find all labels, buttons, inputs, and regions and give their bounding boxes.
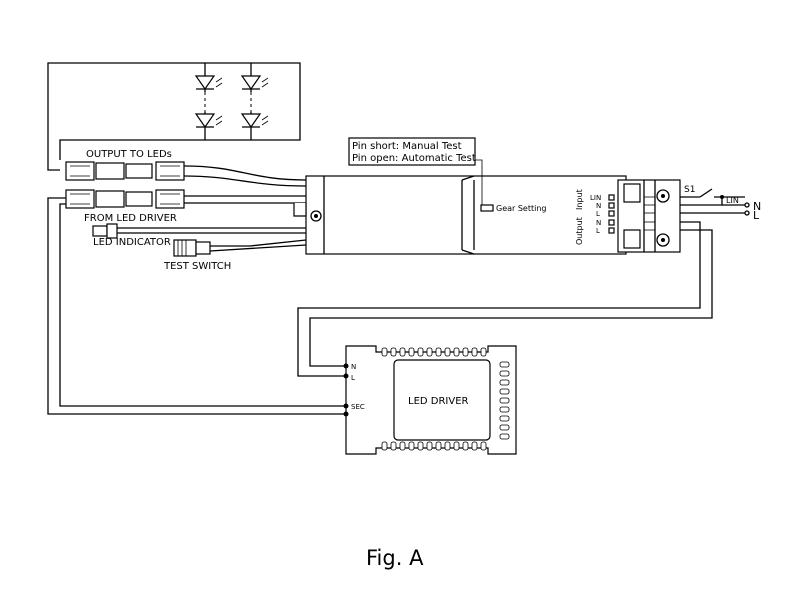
led-indicator-label: LED INDICATOR (93, 237, 171, 248)
driver-fin (499, 397, 510, 404)
driver-fin (417, 347, 424, 357)
driver-fin (499, 370, 510, 377)
pin-short-note: Pin short: Manual Test (352, 141, 462, 152)
driver-fin (435, 347, 442, 357)
output-connector (65, 161, 185, 181)
gear-setting-jumper (480, 204, 494, 212)
driver-fin (480, 441, 487, 451)
test-switch (173, 239, 307, 257)
driver-fin (408, 441, 415, 451)
driver-fin (499, 361, 510, 368)
driver-fin (499, 388, 510, 395)
supply-lin-label: LIN (726, 196, 739, 205)
switch-s1 (699, 188, 713, 198)
driver-fin (408, 347, 415, 357)
test-switch-label: TEST SWITCH (163, 261, 231, 272)
led-driver-title: LED DRIVER (408, 396, 469, 407)
input-label: Input (575, 189, 584, 210)
driver-l-label: L (351, 374, 355, 382)
gear-setting-label: Gear Setting (496, 204, 547, 213)
output-to-leds-label: OUTPUT TO LEDs (86, 149, 172, 160)
driver-fin (426, 347, 433, 357)
driver-fin (399, 441, 406, 451)
driver-fin (453, 347, 460, 357)
driver-fin (390, 347, 397, 357)
driver-fin (444, 441, 451, 451)
driver-fin (499, 406, 510, 413)
output-label: Output (575, 217, 584, 245)
driver-fins (381, 347, 510, 451)
driver-fin (499, 415, 510, 422)
figure-caption: Fig. A (366, 546, 424, 570)
from-led-driver-label: FROM LED DRIVER (84, 213, 177, 224)
led-icon (240, 75, 269, 91)
driver-fin (480, 347, 487, 357)
driver-fin (426, 441, 433, 451)
supply-n-label: N (753, 200, 761, 213)
driver-fin (499, 433, 510, 440)
led-icon (240, 113, 269, 129)
driver-fin (499, 424, 510, 431)
driver-fin (471, 441, 478, 451)
input-connector (65, 189, 185, 209)
driver-fin (390, 441, 397, 451)
driver-fin (399, 347, 406, 357)
terminal-n-label: N (596, 202, 601, 210)
gear-setting-callout (348, 137, 483, 205)
driver-fin (453, 441, 460, 451)
driver-fin (435, 441, 442, 451)
pin-open-note: Pin open: Automatic Test (352, 153, 476, 164)
terminal-pins (608, 194, 655, 234)
mains-supply (680, 188, 750, 216)
led-icon (194, 113, 223, 129)
driver-fin (381, 441, 388, 451)
driver-fin (471, 347, 478, 357)
switch-s1-label: S1 (684, 185, 695, 195)
driver-fin (381, 347, 388, 357)
terminal-n-label: N (596, 219, 601, 227)
driver-fin (462, 441, 469, 451)
terminal-l-label: L (596, 227, 600, 235)
led-driver (343, 345, 517, 455)
led-icon (194, 75, 223, 91)
driver-fin (499, 379, 510, 386)
led-indicator (92, 223, 306, 239)
driver-sec-label: SEC (351, 403, 365, 411)
driver-n-label: N (351, 363, 356, 371)
driver-fin (462, 347, 469, 357)
emergency-module (293, 175, 681, 255)
terminal-l-label: L (596, 210, 600, 218)
terminal-lin-label: LIN (590, 194, 601, 202)
led-string (47, 62, 301, 171)
driver-fin (444, 347, 451, 357)
supply-l-label: L (753, 209, 760, 222)
driver-fin (417, 441, 424, 451)
